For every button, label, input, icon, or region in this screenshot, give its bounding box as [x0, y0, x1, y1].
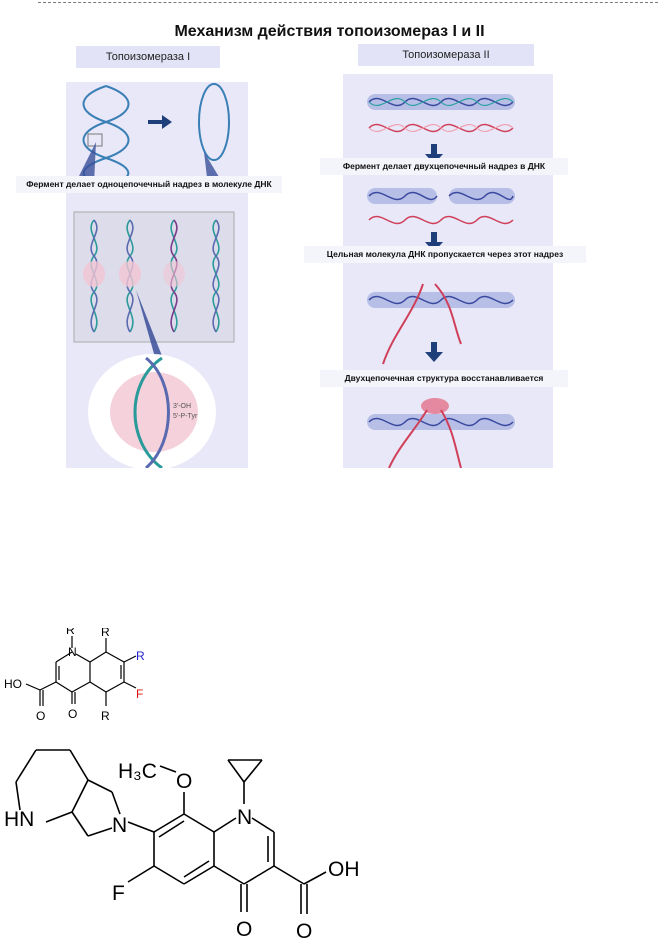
label-n: N — [237, 806, 252, 829]
label-r-blue: R — [136, 649, 145, 663]
topo2-step2: Цельная молекула ДНК пропускается через … — [304, 246, 586, 263]
dna-segment-red — [368, 215, 514, 225]
label-o: O — [176, 770, 192, 793]
zoom-pointer — [136, 290, 166, 368]
topo1-illustration: 3'-OH 5'-P-Tyr — [73, 83, 235, 470]
label-r: R — [101, 709, 110, 723]
topo2-panel — [343, 74, 553, 469]
topo2-step1: Фермент делает двухцепочечный надрез в Д… — [320, 158, 568, 175]
dna-segment-pass — [367, 283, 515, 365]
arrow-right-icon — [148, 115, 172, 129]
label-f-red: F — [136, 687, 143, 701]
pointer-wedge — [76, 142, 96, 184]
enzyme-blob — [119, 261, 141, 287]
dna-segment-red — [368, 123, 514, 133]
enzyme-zoom — [110, 372, 198, 452]
label-n: N — [112, 814, 127, 837]
dna-zoom-icon — [133, 356, 170, 470]
arrow-down-icon — [425, 342, 443, 362]
label-o: O — [296, 920, 312, 943]
label-o: O — [236, 918, 252, 941]
label-hn: HN — [4, 808, 34, 831]
enzyme-blob — [83, 261, 105, 287]
moxifloxacin-structure: H₃C O N N HN F O O OH — [4, 749, 360, 943]
zoom-label-tyr: 5'-P-Tyr — [173, 413, 198, 420]
topo1-panel: 3'-OH 5'-P-Tyr — [66, 82, 248, 470]
label-n: N — [68, 645, 77, 659]
label-r: R — [66, 628, 75, 637]
topo1-caption: Фермент делает одноцепочечный надрез в м… — [16, 176, 282, 193]
label-o: O — [36, 709, 45, 723]
figure-title: Механизм действия топоизомераз I и II — [174, 23, 485, 40]
zoom-label-oh: 3'-OH — [173, 403, 191, 410]
enzyme-blob — [163, 261, 185, 287]
label-oh: OH — [328, 858, 360, 881]
label-ho: HO — [4, 677, 22, 691]
page-top-rule — [38, 2, 658, 3]
label-methoxy: H₃C — [118, 760, 157, 783]
dna-segment-restored — [367, 398, 515, 469]
label-f: F — [112, 882, 125, 905]
label-o: O — [68, 707, 77, 721]
topo2-label: Топоизомераза II — [358, 44, 534, 66]
topo1-label: Топоизомераза I — [76, 46, 220, 68]
topo2-illustration — [367, 94, 515, 469]
dna-segment-cut — [367, 188, 515, 204]
topoisomerase-figure: Механизм действия топоизомераз I и II То… — [0, 10, 626, 478]
label-r: R — [101, 628, 110, 639]
topo2-step3: Двухцепочечная структура восстанавливает… — [320, 370, 568, 387]
relaxed-dna-icon — [198, 83, 230, 161]
quinolone-core-structure: R N R R F R HO O O — [4, 628, 145, 723]
dna-segment-blue — [367, 94, 515, 110]
